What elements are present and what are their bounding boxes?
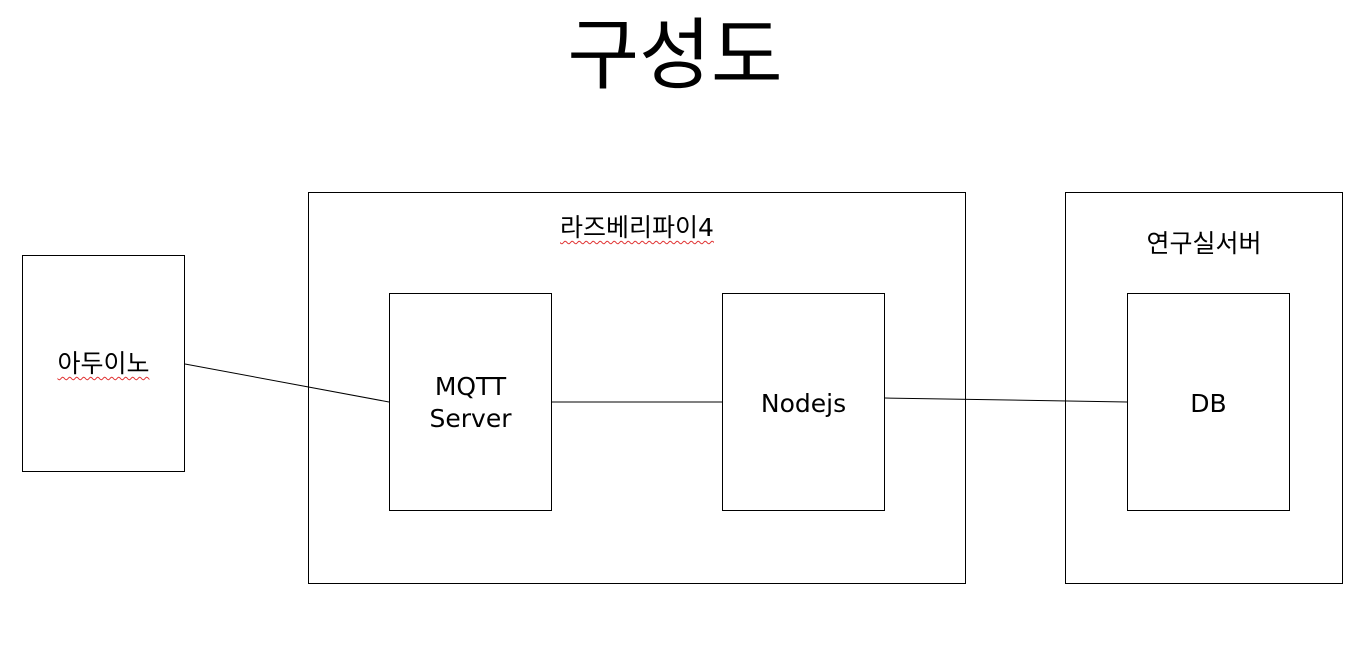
mqtt-server-box: MQTT Server <box>389 293 552 511</box>
db-box: DB <box>1127 293 1290 511</box>
lab-server-label: 연구실서버 <box>1146 229 1262 258</box>
mqtt-server-label-line1: MQTT <box>434 372 507 401</box>
arduino-label: 아두이노 <box>57 349 150 378</box>
raspberry-pi-label: 라즈베리파이4 <box>560 213 714 242</box>
diagram-title: 구성도 <box>567 11 783 101</box>
edge-arduino-to-mqtt <box>184 363 390 403</box>
db-label: DB <box>1190 389 1227 418</box>
edge-nodejs-to-db <box>884 397 1128 403</box>
nodejs-label: Nodejs <box>760 389 847 418</box>
mqtt-server-label-line2: Server <box>429 404 512 433</box>
arduino-box: 아두이노 <box>22 255 185 472</box>
nodejs-box: Nodejs <box>722 293 885 511</box>
